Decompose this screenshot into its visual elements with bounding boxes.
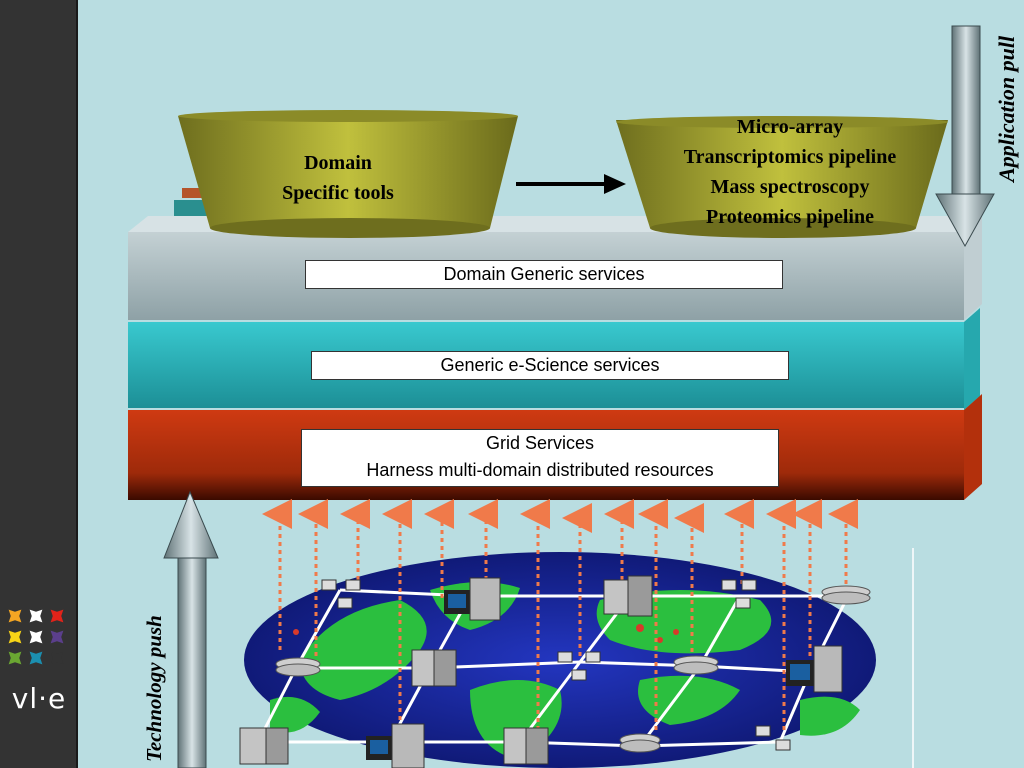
application-pull-label: Application pull [994, 35, 1019, 182]
logo-star-icon [8, 609, 22, 623]
pipeline-item: Proteomics pipeline [706, 206, 874, 228]
logo-star-icon [29, 609, 43, 623]
technology-push-arrow [163, 490, 219, 768]
pc-icon [321, 579, 361, 609]
logo-star-icon [29, 630, 43, 644]
storage-icon [275, 657, 321, 677]
workstation-icon [786, 645, 843, 693]
application-pull-arrow [935, 25, 995, 248]
pc-icon [755, 725, 791, 751]
resource-arrows [262, 499, 858, 730]
tower-server-icon [411, 649, 457, 687]
logo-text: vl·e [11, 682, 67, 715]
grid-label-line1: Grid Services [485, 433, 595, 453]
logo-star-icon [50, 630, 64, 644]
workstation-icon [366, 723, 425, 768]
storage-icon [821, 585, 871, 605]
technology-push-label: Technology push [142, 615, 166, 762]
grid-label: Grid Services Harness multi-domain distr… [301, 429, 779, 487]
vle-logo-icon [8, 609, 64, 665]
logo-star-icon [50, 609, 64, 623]
grid-label-line2: Harness multi-domain distributed resourc… [366, 460, 714, 480]
workstation-icon [444, 577, 501, 621]
logo-star-icon [8, 630, 22, 644]
books-icon [182, 188, 208, 198]
logo-star-icon [8, 651, 22, 665]
tower-server-icon [603, 575, 653, 617]
pipeline-item: Transcriptomics pipeline [683, 146, 897, 168]
domain-generic-label: Domain Generic services [305, 260, 783, 289]
sidebar-edge [76, 0, 78, 768]
pc-icon [557, 651, 601, 681]
logo-star-icon [29, 651, 43, 665]
pipelines-label: Micro-array Transcriptomics pipeline Mas… [640, 112, 940, 232]
storage-icon [619, 733, 661, 753]
flow-arrow [516, 174, 626, 194]
bowl-domain-tools [178, 110, 518, 238]
logo-star-icon [50, 651, 64, 665]
domain-tools-line2: Specific tools [282, 182, 394, 204]
tower-server-icon [503, 727, 549, 765]
server-icons [239, 575, 871, 768]
bowl-pipelines [616, 116, 948, 238]
storage-icon [673, 655, 719, 675]
tower-server-icon [239, 727, 289, 765]
pc-icon [721, 579, 757, 609]
escience-label: Generic e-Science services [311, 351, 789, 380]
pipeline-item: Micro-array [736, 116, 844, 138]
domain-tools-label: Domain Specific tools [238, 148, 438, 208]
pipeline-item: Mass spectroscopy [710, 176, 870, 198]
domain-tools-line1: Domain [304, 152, 372, 174]
